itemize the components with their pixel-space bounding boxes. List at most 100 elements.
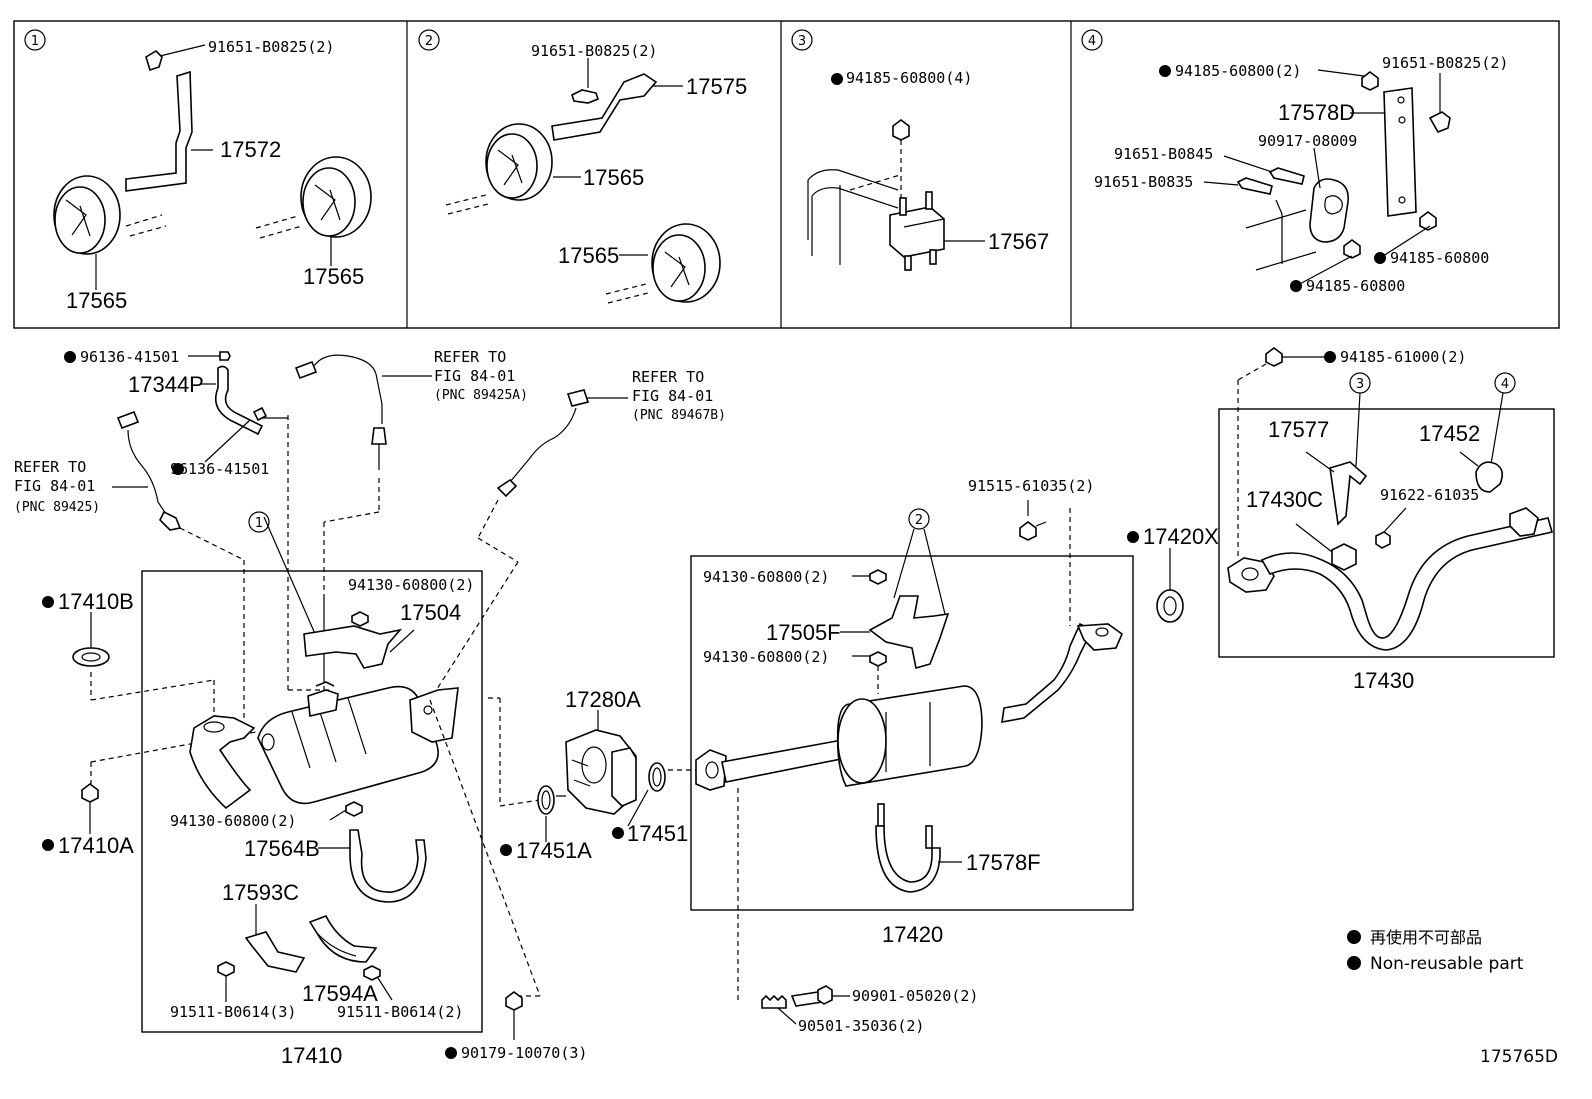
legend-japanese: 再使用不可部品 bbox=[1370, 928, 1482, 947]
inset-2-drawing bbox=[445, 58, 721, 304]
callout-circle-3: 3 bbox=[1349, 372, 1371, 394]
label-91651-b0835: 91651-B0835 bbox=[1094, 173, 1193, 191]
label-17565: 17565 bbox=[583, 165, 644, 190]
label-94130-60800: 94130-60800(2) bbox=[170, 812, 296, 830]
svg-text:3: 3 bbox=[1356, 377, 1364, 392]
label-96136-41501: 96136-41501 bbox=[80, 348, 179, 366]
svg-text:FIG 84-01: FIG 84-01 bbox=[434, 367, 515, 385]
label-94185-60800: 94185-60800(4) bbox=[846, 69, 972, 87]
svg-text:3: 3 bbox=[798, 34, 806, 49]
label-17564b: 17564B bbox=[244, 836, 320, 861]
svg-text:FIG 84-01: FIG 84-01 bbox=[632, 387, 713, 405]
gasket-17420x bbox=[1127, 531, 1184, 623]
label-91651-b0845: 91651-B0845 bbox=[1114, 145, 1213, 163]
label-17280a: 17280A bbox=[565, 687, 641, 712]
label-17344p: 17344P bbox=[128, 372, 204, 397]
inset-1-drawing bbox=[53, 44, 372, 290]
label-17578f: 17578F bbox=[966, 850, 1041, 875]
catalytic-converter bbox=[189, 598, 459, 810]
svg-text:REFER TO: REFER TO bbox=[434, 348, 506, 366]
valve-17280a bbox=[488, 697, 720, 856]
label-17430c: 17430C bbox=[1246, 487, 1323, 512]
muffler-17420 bbox=[695, 622, 1123, 1000]
ref-fig-84-01-c: REFER TO FIG 84-01 (PNC 89425) bbox=[14, 458, 100, 515]
bolt-90179 bbox=[429, 699, 541, 1059]
label-90917-08009: 90917-08009 bbox=[1258, 132, 1357, 150]
label-17420: 17420 bbox=[882, 922, 943, 947]
label-17420x: 17420X bbox=[1143, 524, 1219, 549]
label-91515-61035: 91515-61035(2) bbox=[968, 477, 1094, 495]
label-17565: 17565 bbox=[66, 288, 127, 313]
inset-number-3: 3 bbox=[791, 29, 813, 51]
callout-circle-4: 4 bbox=[1494, 372, 1516, 394]
svg-text:4: 4 bbox=[1501, 377, 1509, 392]
leader-callout-2a bbox=[893, 528, 915, 599]
svg-text:REFER TO: REFER TO bbox=[632, 368, 704, 386]
inset-4-drawing bbox=[1159, 65, 1451, 292]
label-90901-05020: 90901-05020(2) bbox=[852, 987, 978, 1005]
leader-callout-4 bbox=[1489, 392, 1504, 471]
svg-text:4: 4 bbox=[1088, 34, 1096, 49]
inset-number-4: 4 bbox=[1081, 29, 1103, 51]
label-17451a: 17451A bbox=[516, 838, 592, 863]
ref-fig-84-01-b: REFER TO FIG 84-01 (PNC 89467B) bbox=[632, 368, 726, 423]
leader-callout-1 bbox=[263, 516, 317, 637]
label-17410b: 17410B bbox=[58, 589, 134, 614]
label-94130-60800: 94130-60800(2) bbox=[703, 568, 829, 586]
callout-circle-1: 1 bbox=[248, 511, 270, 533]
legend-english: Non-reusable part bbox=[1370, 954, 1524, 974]
inset-number-2: 2 bbox=[418, 29, 440, 51]
box-17410 bbox=[141, 570, 483, 1033]
heat-insulators bbox=[217, 904, 393, 1002]
label-91651-b0825: 91651-B0825(2) bbox=[531, 42, 657, 60]
inset-frame bbox=[13, 20, 1560, 329]
label-90179-10070: 90179-10070(3) bbox=[461, 1044, 587, 1062]
svg-text:1: 1 bbox=[255, 516, 263, 531]
label-94185-61000: 94185-61000(2) bbox=[1340, 348, 1466, 366]
inset-3-drawing bbox=[807, 73, 985, 271]
label-91651-b0825: 91651-B0825(2) bbox=[1382, 54, 1508, 72]
clamp-17578f bbox=[875, 803, 962, 893]
ref-fig-84-01-a: REFER TO FIG 84-01 (PNC 89425A) bbox=[434, 348, 528, 403]
label-17565: 17565 bbox=[303, 264, 364, 289]
label-17410a: 17410A bbox=[58, 833, 134, 858]
leader-callout-3 bbox=[1355, 392, 1361, 467]
bracket-17505f bbox=[840, 569, 950, 694]
label-94130-60800: 94130-60800(2) bbox=[348, 576, 474, 594]
diagram-code: 175765D bbox=[1480, 1047, 1558, 1067]
svg-text:REFER TO: REFER TO bbox=[14, 458, 86, 476]
bolt-91515 bbox=[1019, 500, 1071, 626]
svg-text:(PNC 89425A): (PNC 89425A) bbox=[434, 388, 528, 403]
label-17572: 17572 bbox=[220, 137, 281, 162]
label-17410: 17410 bbox=[281, 1043, 342, 1068]
sensor-wiring bbox=[64, 351, 628, 720]
clamp-17564b bbox=[318, 801, 427, 903]
label-17567: 17567 bbox=[988, 229, 1049, 254]
svg-text:FIG 84-01: FIG 84-01 bbox=[14, 477, 95, 495]
label-17451: 17451 bbox=[627, 821, 688, 846]
label-17565: 17565 bbox=[558, 243, 619, 268]
box-17430 bbox=[1218, 408, 1555, 658]
label-94185-60800: 94185-60800 bbox=[1390, 249, 1489, 267]
label-96136-41501: 96136-41501 bbox=[170, 460, 269, 478]
label-17577: 17577 bbox=[1268, 417, 1329, 442]
label-17575: 17575 bbox=[686, 74, 747, 99]
label-17430: 17430 bbox=[1353, 668, 1414, 693]
label-17578d: 17578D bbox=[1278, 100, 1355, 125]
label-17452: 17452 bbox=[1419, 421, 1480, 446]
bolts-90901-90501 bbox=[761, 985, 850, 1025]
label-94185-60800: 94185-60800 bbox=[1306, 277, 1405, 295]
label-17505f: 17505F bbox=[766, 620, 841, 645]
exhaust-pipe-17430 bbox=[1227, 451, 1554, 651]
label-94130-60800: 94130-60800(2) bbox=[703, 648, 829, 666]
label-17504: 17504 bbox=[400, 600, 461, 625]
inset-number-1: 1 bbox=[24, 29, 46, 51]
svg-text:2: 2 bbox=[915, 513, 923, 528]
svg-text:1: 1 bbox=[31, 34, 39, 49]
bracket-17504 bbox=[303, 611, 415, 669]
callout-circle-2: 2 bbox=[908, 508, 930, 530]
box-17420 bbox=[690, 555, 1134, 911]
label-90501-35036: 90501-35036(2) bbox=[798, 1017, 924, 1035]
svg-text:2: 2 bbox=[425, 34, 433, 49]
